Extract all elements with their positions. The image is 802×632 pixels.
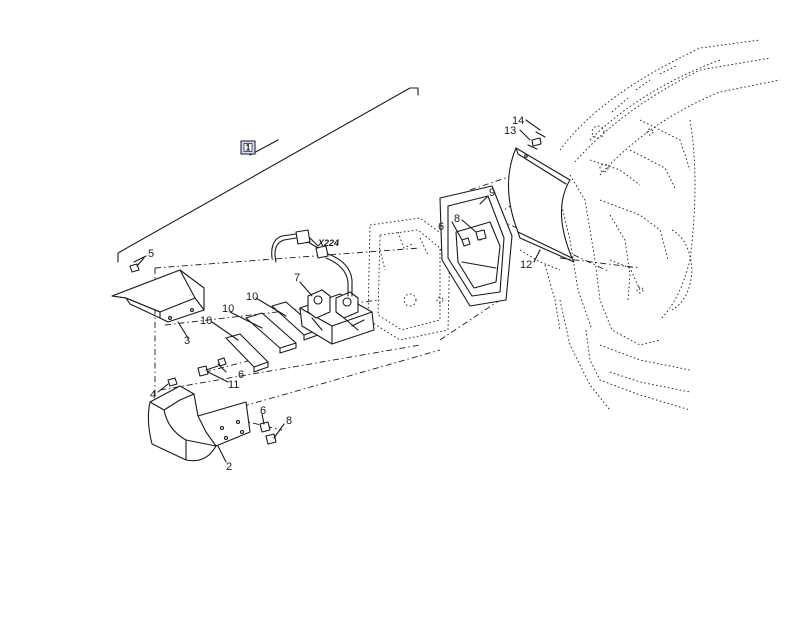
callout-12: 12 bbox=[520, 259, 532, 271]
lower-guard-housing bbox=[147, 385, 251, 462]
callout-10-lower: 10 bbox=[200, 315, 212, 327]
callout-9: 9 bbox=[489, 187, 495, 199]
callout-8-upper: 8 bbox=[454, 213, 460, 225]
group-bracket bbox=[117, 87, 419, 263]
callout-14: 14 bbox=[512, 115, 524, 127]
gasket-plate-1 bbox=[225, 333, 269, 373]
top-cover-plate bbox=[111, 269, 205, 323]
callout-3: 3 bbox=[184, 335, 190, 347]
callout-10-middle: 10 bbox=[222, 303, 234, 315]
callout-6-lower: 6 bbox=[260, 405, 266, 417]
callout-5: 5 bbox=[148, 248, 154, 260]
group-marker-label: 1 bbox=[245, 143, 250, 153]
connector-label: X224 bbox=[317, 238, 339, 248]
mounting-frame bbox=[439, 185, 513, 307]
small-fasteners bbox=[167, 357, 277, 445]
shield-fasteners bbox=[527, 131, 546, 150]
curved-shield bbox=[507, 147, 575, 263]
wire-harness bbox=[271, 229, 353, 297]
valve-block bbox=[299, 289, 375, 345]
callout-6-left: 6 bbox=[238, 369, 244, 381]
callout-7: 7 bbox=[294, 272, 300, 284]
group-marker: 1 bbox=[240, 140, 256, 155]
frame-fasteners bbox=[461, 229, 487, 247]
leader-lines bbox=[136, 119, 541, 463]
callout-4: 4 bbox=[150, 389, 156, 401]
mounting-bracket-outline bbox=[367, 217, 451, 341]
gasket-plate-2 bbox=[245, 312, 297, 354]
callout-13: 13 bbox=[504, 125, 516, 137]
callout-10-upper: 10 bbox=[246, 291, 258, 303]
callout-2: 2 bbox=[226, 461, 232, 473]
callout-11: 11 bbox=[228, 379, 239, 391]
machine-frame bbox=[519, 39, 781, 411]
callout-8-lower: 8 bbox=[286, 415, 292, 427]
callout-6-right: 6 bbox=[438, 221, 444, 233]
